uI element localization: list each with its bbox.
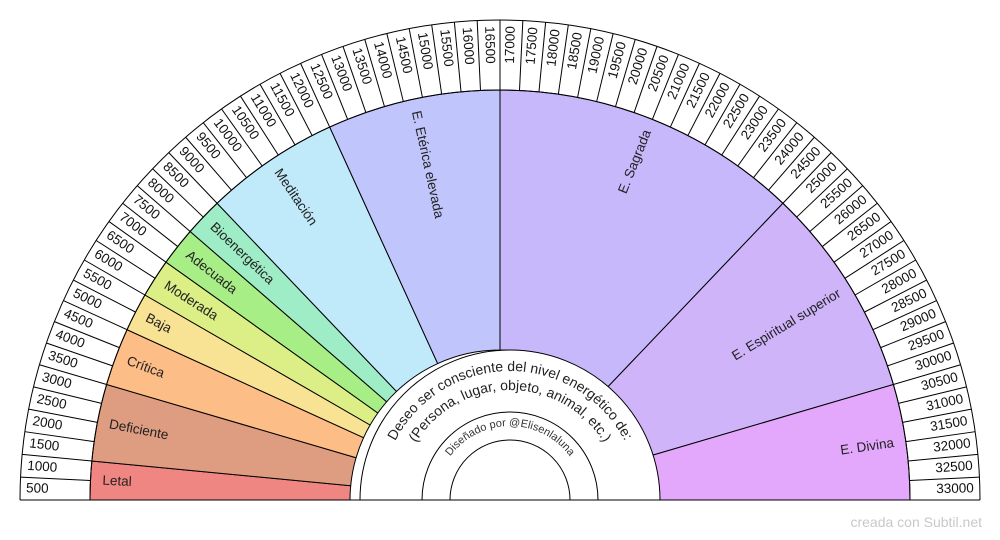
scale-tick: [753, 122, 798, 179]
scale-tick: [796, 168, 848, 218]
scale-tick: [122, 202, 179, 247]
scale-tick: [221, 108, 263, 167]
scale-tick: [476, 20, 481, 91]
scale-tick: [809, 185, 864, 232]
scale-label: 18500: [564, 31, 585, 71]
scale-tick: [704, 84, 741, 146]
scale-tick: [557, 24, 569, 95]
scale-label: 16000: [460, 27, 478, 66]
scale-tick: [342, 46, 367, 113]
scale-label: 2500: [35, 391, 68, 412]
scale-label: 32000: [932, 435, 971, 454]
scale-tick: [321, 54, 349, 120]
scale-tick: [669, 63, 700, 128]
scale-tick: [54, 321, 120, 349]
scale-label: 3000: [40, 369, 73, 391]
scale-tick: [905, 431, 976, 443]
scale-label: 1500: [29, 435, 61, 453]
scale-label: 14500: [393, 35, 416, 75]
scale-tick: [22, 453, 92, 462]
scale-tick: [577, 28, 592, 98]
scale-tick: [168, 152, 218, 204]
scale-tick: [872, 300, 937, 331]
scale-label: 31000: [925, 391, 965, 414]
scale-tick: [240, 95, 279, 156]
scale-tick: [24, 431, 95, 443]
scale-tick: [136, 185, 191, 232]
scale-tick: [95, 240, 156, 279]
scale-label: 15500: [437, 28, 456, 67]
center-hub-face: [359, 349, 661, 501]
scale-label: 18000: [543, 28, 562, 67]
scale-tick: [651, 54, 679, 120]
scale-tick: [33, 386, 102, 404]
scale-tick: [633, 46, 658, 113]
scale-tick: [46, 342, 113, 367]
scale-tick: [615, 39, 636, 107]
scale-tick: [259, 84, 296, 146]
scale-tick: [63, 300, 128, 331]
scale-tick: [687, 73, 721, 136]
scale-tick: [898, 386, 967, 404]
scale-label: 31500: [929, 413, 969, 434]
scale-label: 500: [26, 480, 49, 496]
scale-tick: [300, 63, 331, 128]
scale-label: 33000: [936, 480, 974, 496]
scale-label: 4500: [62, 306, 96, 332]
sector-label: Letal: [102, 473, 132, 489]
center-hole: [449, 439, 571, 501]
scale-label: 19000: [585, 35, 608, 75]
scale-label: 3500: [47, 348, 80, 371]
scale-tick: [386, 33, 404, 102]
scale-tick: [364, 39, 385, 107]
scale-tick: [864, 279, 927, 313]
scale-tick: [279, 73, 313, 136]
scale-label: 17500: [523, 27, 541, 66]
scale-tick: [108, 221, 167, 263]
scale-tick: [854, 259, 916, 296]
scale-tick: [39, 364, 107, 385]
scale-tick: [768, 136, 815, 191]
scale-tick: [152, 168, 204, 218]
scale-tick: [408, 28, 423, 98]
scale-tick: [844, 240, 905, 279]
scale-tick: [821, 202, 878, 247]
scale-label: 16500: [482, 26, 498, 64]
center-inner-ring: [421, 411, 599, 501]
scale-tick: [880, 321, 946, 349]
scale-tick: [737, 108, 779, 167]
scale-tick: [909, 476, 980, 481]
scale-tick: [887, 342, 954, 367]
scale-tick: [721, 95, 760, 156]
scale-tick: [596, 33, 614, 102]
scale-tick: [453, 22, 462, 92]
scale-tick: [908, 453, 978, 462]
scale-label: 5000: [71, 285, 105, 312]
scale-tick: [20, 476, 91, 481]
scale-label: 30000: [913, 348, 953, 374]
scale-tick: [431, 24, 443, 95]
scale-tick: [902, 408, 972, 423]
scale-tick: [202, 122, 247, 179]
scale-label: 2000: [31, 413, 63, 433]
scale-tick: [538, 22, 547, 92]
scale-tick: [84, 259, 146, 296]
scale-tick: [185, 136, 232, 191]
scale-label: 17000: [502, 26, 518, 64]
scale-label: 15000: [415, 31, 436, 71]
subtil-watermark: creada con Subtil.net: [850, 514, 982, 530]
energy-sectors: LetalDeficienteCríticaBajaModeradaAdecua…: [89, 89, 911, 501]
scale-tick: [782, 152, 832, 204]
scale-label: 1000: [27, 458, 58, 475]
scale-tick: [519, 20, 524, 91]
scale-inner-arc: [89, 89, 911, 501]
scale-label: 32500: [935, 458, 974, 476]
scale-tick: [73, 279, 136, 313]
scale-tick: [893, 364, 961, 385]
scale-tick: [28, 408, 98, 423]
scale-tick: [833, 221, 892, 263]
